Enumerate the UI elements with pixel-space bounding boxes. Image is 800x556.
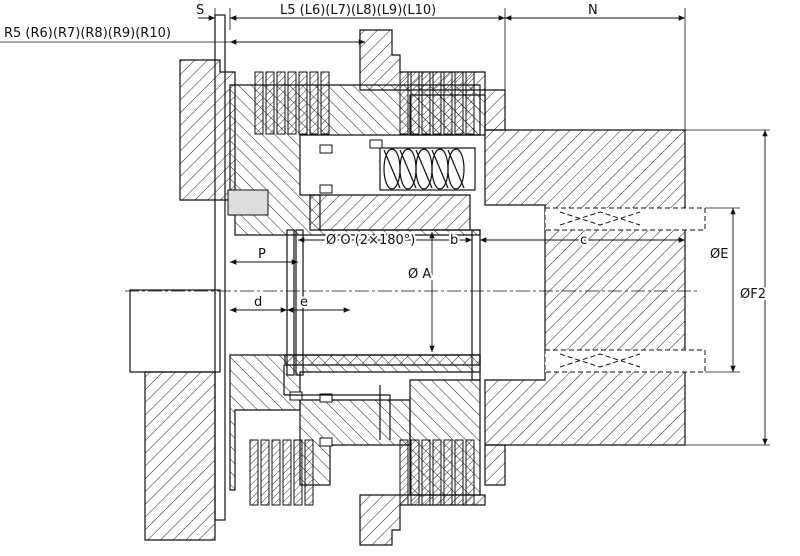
disc-pack-bottom-left <box>249 439 314 506</box>
label-e: e <box>300 295 308 310</box>
label-a: Ø A <box>408 267 431 282</box>
pin-right <box>295 229 304 376</box>
plug <box>227 189 269 216</box>
label-f2: ØF2 <box>740 287 766 302</box>
pin-b <box>471 229 481 381</box>
label-e-dia: ØE <box>710 247 728 262</box>
keyway-top <box>544 207 706 231</box>
label-s: S <box>196 3 204 18</box>
spring <box>379 147 476 191</box>
seal-upper-1 <box>319 144 333 154</box>
disc-pack-bottom-right <box>399 439 475 506</box>
rod-path <box>284 394 391 440</box>
hub-bottom-flange <box>484 444 506 486</box>
lower-middle-housing <box>299 399 411 486</box>
output-hub <box>484 129 686 446</box>
label-p: P <box>258 247 266 262</box>
disc-pack-top-left <box>254 71 330 135</box>
input-housing-bottom <box>144 371 216 541</box>
seal-lower-2 <box>319 437 333 447</box>
label-o: Ø O (2×180°) <box>326 233 415 248</box>
label-n: N <box>588 3 598 18</box>
label-r-series: R5 (R6)(R7)(R8)(R9)(R10) <box>4 26 171 41</box>
sleeve-upper <box>309 194 471 231</box>
seal-upper-2 <box>319 184 333 194</box>
label-b: b <box>450 233 458 248</box>
label-d: d <box>254 295 262 310</box>
hub-inner-bore <box>129 289 221 373</box>
seal-upper-3 <box>369 139 383 149</box>
input-housing-top <box>179 59 236 201</box>
disc-pack-top-right <box>399 71 475 135</box>
bottom-flange <box>359 494 486 546</box>
keyway-bottom <box>544 349 706 373</box>
sleeve-lower <box>284 354 481 366</box>
hub-top-flange <box>484 89 506 131</box>
pin-left <box>286 229 295 376</box>
label-c: c <box>580 233 587 248</box>
seal-lower-1 <box>319 393 333 403</box>
seal-lower-3 <box>289 391 303 401</box>
left-plate <box>214 14 226 521</box>
label-l-series: L5 (L6)(L7)(L8)(L9)(L10) <box>280 3 436 18</box>
